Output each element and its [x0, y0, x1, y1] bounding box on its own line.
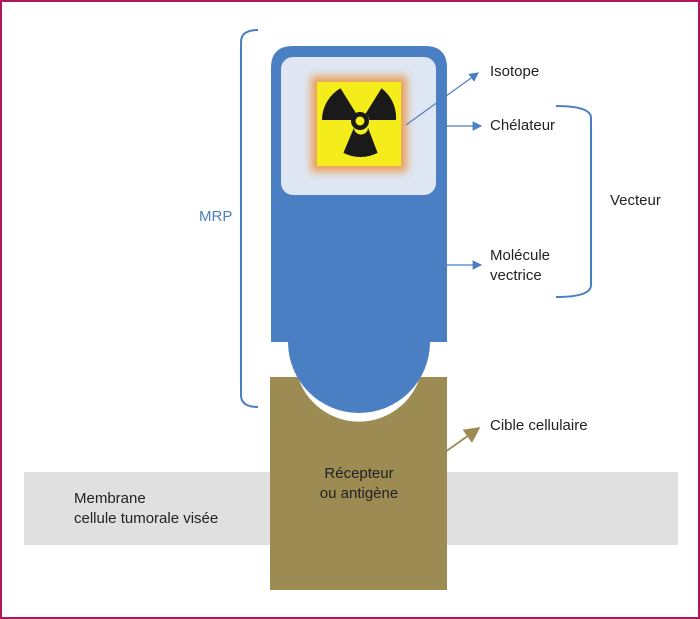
molecule-label-line2: vectrice [490, 267, 542, 284]
molecule-label-line1: Molécule [490, 247, 551, 264]
recepteur-label: Récepteur ou antigène [296, 464, 422, 504]
mrp-bracket [240, 29, 259, 408]
membrane-label: Membrane cellule tumorale visée [74, 489, 274, 529]
cible-arrow [430, 426, 481, 463]
recepteur-label-line1: Récepteur [324, 465, 394, 482]
chelateur-label: Chélateur [490, 117, 556, 134]
isotope-label: Isotope [490, 63, 540, 80]
vecteur-bracket [555, 105, 592, 298]
isotope-arrow [405, 72, 479, 126]
mrp-label: MRP [199, 208, 233, 225]
cible-cellulaire-label: Cible cellulaire [490, 417, 588, 434]
recepteur-label-line2: ou antigène [319, 485, 399, 502]
radiation-trefoil-icon [322, 88, 397, 158]
membrane-label-line1: Membrane [74, 490, 146, 507]
molecule-vectrice-label: Molécule vectrice [490, 246, 610, 286]
receptor-block [270, 377, 447, 590]
membrane-label-line2: cellule tumorale visée [74, 510, 219, 527]
vecteur-label: Vecteur [610, 192, 661, 209]
